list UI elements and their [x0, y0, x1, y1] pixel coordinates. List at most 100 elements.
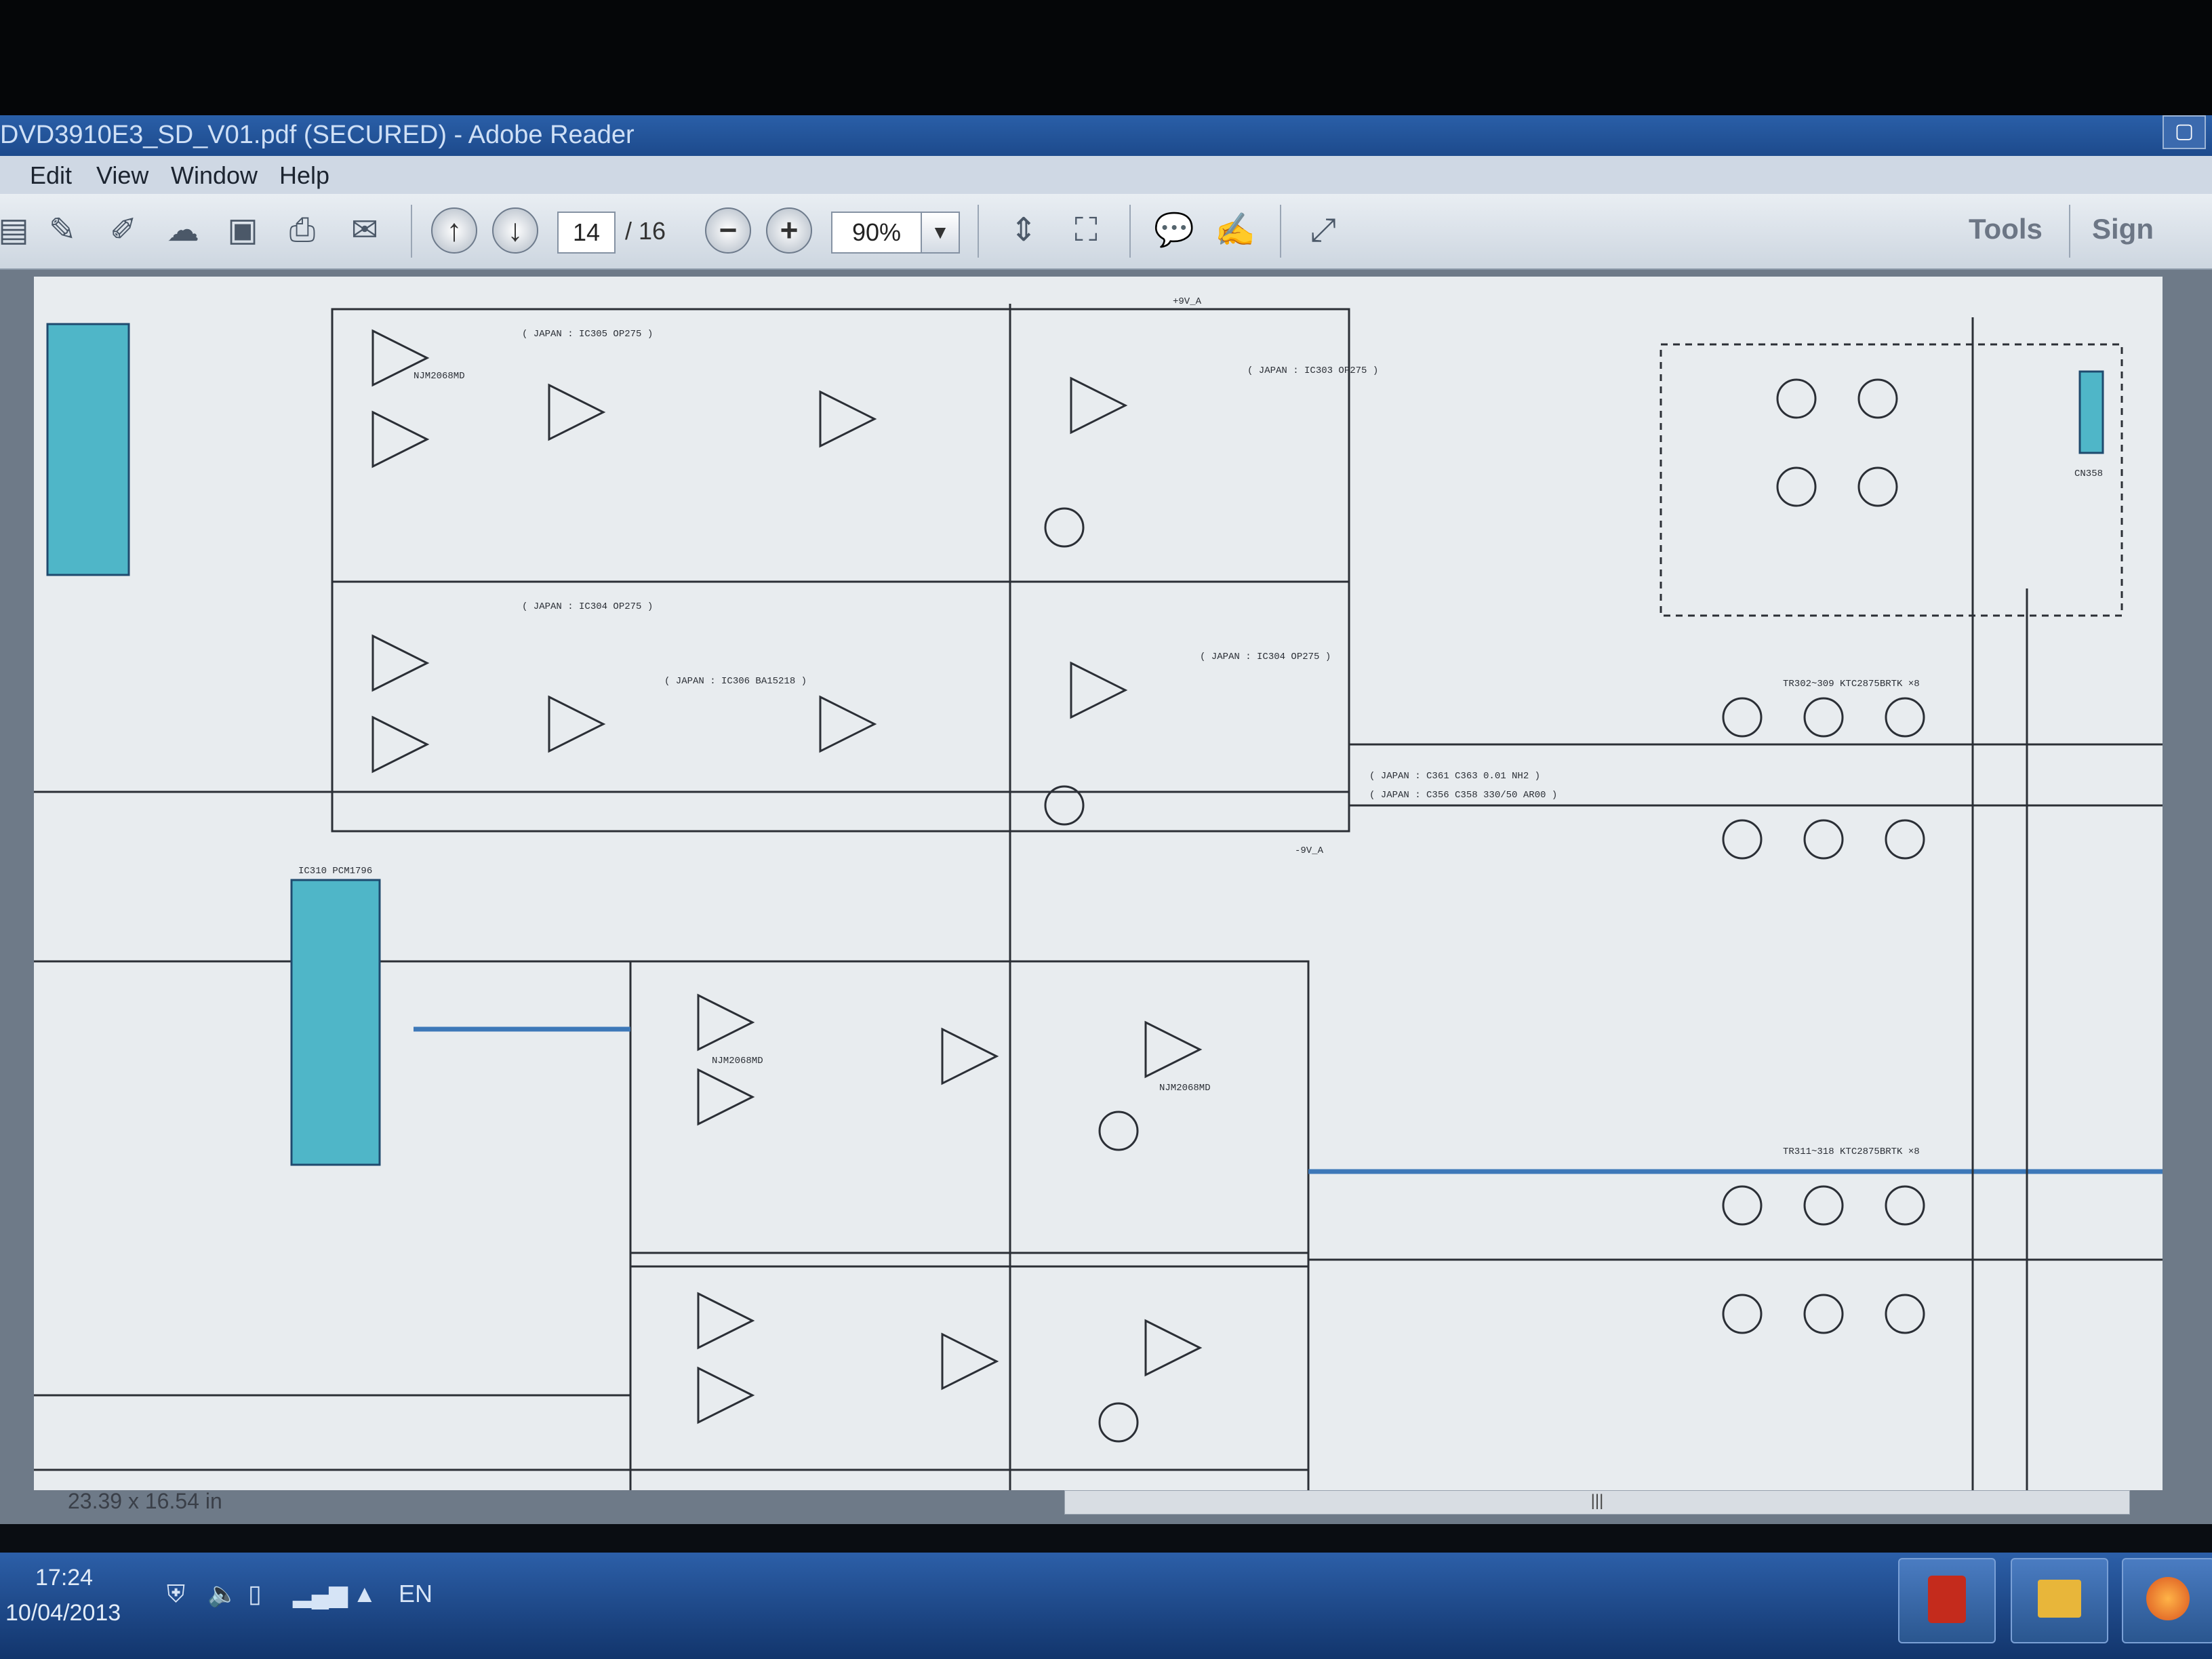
- taskbar-explorer-button[interactable]: [2011, 1558, 2108, 1643]
- opamp-symbol: [548, 695, 606, 753]
- transistor-symbol: [1098, 1402, 1139, 1443]
- volume-icon[interactable]: 🔈: [207, 1580, 238, 1607]
- opamp-label: NJM2068MD: [1159, 1083, 1211, 1094]
- opamp-symbol: [371, 410, 430, 468]
- transistor-symbol: [1044, 785, 1085, 826]
- opamp-symbol: [941, 1332, 999, 1391]
- dac-ic-label: IC310 PCM1796: [298, 866, 372, 877]
- horizontal-scrollbar[interactable]: |||: [1064, 1490, 2130, 1515]
- ic304-note: ( JAPAN : IC304 OP275 ): [522, 601, 653, 612]
- transistor-array-label: TR302~309 KTC2875BRTK ×8: [1783, 679, 1920, 689]
- toolbar-separator: [2069, 205, 2070, 258]
- edit-icon[interactable]: ✐: [109, 212, 138, 248]
- toolbar-separator: [1280, 205, 1281, 258]
- c361-note: ( JAPAN : C361 C363 0.01 NH2 ): [1369, 771, 1540, 782]
- opamp-symbol: [1070, 661, 1128, 719]
- transistor-symbol: [1857, 378, 1898, 419]
- transistor-symbol: [1098, 1111, 1139, 1151]
- ic306-note: ( JAPAN : IC306 BA15218 ): [664, 676, 807, 687]
- transistor-symbol: [1803, 1294, 1844, 1334]
- previous-page-button[interactable]: ↑: [431, 207, 477, 254]
- monitor-screen: DVD3910E3_SD_V01.pdf (SECURED) - Adobe R…: [0, 115, 2212, 1659]
- save-icon[interactable]: ▣: [227, 212, 258, 248]
- connector-label: CN358: [2074, 468, 2103, 479]
- transistor-symbol: [1885, 1185, 1925, 1226]
- power-icon[interactable]: ▯: [248, 1580, 262, 1607]
- transistor-symbol: [1803, 697, 1844, 738]
- sign-pane-button[interactable]: Sign: [2092, 213, 2154, 245]
- transistor-symbol: [1885, 819, 1925, 860]
- page-total: / 16: [625, 217, 666, 245]
- block-outline: [331, 580, 1350, 833]
- opamp-symbol: [371, 715, 430, 774]
- comment-icon[interactable]: 💬: [1154, 212, 1194, 248]
- windows-taskbar: 17:24 10/04/2013 ⛨ 🔈 ▯ ▂▄▆ ▲ EN: [0, 1553, 2212, 1659]
- ic305-note: ( JAPAN : IC305 OP275 ): [522, 329, 653, 340]
- toolbar: ▤ ✎ ✐ ☁ ▣ ⎙ ✉ ↑ ↓ 14 / 16 − + 90% ▼ ⇕ ⛶ …: [0, 194, 2212, 270]
- open-icon[interactable]: ▤: [0, 212, 29, 248]
- transistor-symbol: [1722, 819, 1763, 860]
- zoom-in-button[interactable]: +: [766, 207, 812, 254]
- zoom-level-input[interactable]: 90%: [831, 212, 922, 254]
- pdf-page: ( JAPAN : IC305 OP275 ) ( JAPAN : IC303 …: [34, 277, 2163, 1490]
- block-outline: [629, 960, 1310, 1268]
- rail-label-positive: +9V_A: [1173, 296, 1202, 307]
- opamp-symbol: [697, 1292, 755, 1350]
- tools-pane-button[interactable]: Tools: [1969, 213, 2043, 245]
- transistor-symbol: [1776, 466, 1817, 507]
- fullscreen-icon[interactable]: ⤢: [1310, 212, 1337, 248]
- transistor-symbol: [1776, 378, 1817, 419]
- show-hidden-icons-button[interactable]: ▲: [353, 1580, 377, 1607]
- opamp-symbol: [371, 634, 430, 692]
- output-connector-highlight: [2078, 370, 2104, 454]
- firefox-icon: [2146, 1577, 2190, 1620]
- opamp-symbol: [1070, 376, 1128, 435]
- adobe-reader-icon: [1928, 1576, 1966, 1623]
- taskbar-firefox-button[interactable]: [2122, 1558, 2212, 1643]
- menu-window[interactable]: Window: [171, 161, 258, 189]
- zoom-out-button[interactable]: −: [705, 207, 751, 254]
- fit-page-icon[interactable]: ⛶: [1074, 212, 1098, 248]
- dac-ic-highlight: [290, 879, 381, 1166]
- scrollbar-grip: |||: [1590, 1492, 1604, 1510]
- ic304-note-right: ( JAPAN : IC304 OP275 ): [1200, 652, 1331, 662]
- opamp-symbol: [697, 993, 755, 1052]
- opamp-symbol: [371, 329, 430, 387]
- rail-label-negative: -9V_A: [1295, 845, 1324, 856]
- email-icon[interactable]: ✉: [350, 212, 379, 248]
- language-indicator[interactable]: EN: [399, 1580, 433, 1607]
- maximize-button[interactable]: ▢: [2163, 115, 2206, 149]
- c356-note: ( JAPAN : C356 C358 330/50 AR00 ): [1369, 790, 1557, 801]
- opamp-symbol: [548, 383, 606, 441]
- clock-date[interactable]: 10/04/2013: [5, 1600, 121, 1626]
- transistor-symbol: [1803, 1185, 1844, 1226]
- document-area[interactable]: ( JAPAN : IC305 OP275 ) ( JAPAN : IC303 …: [0, 270, 2212, 1524]
- block-outline: [331, 308, 1350, 833]
- zoom-dropdown-button[interactable]: ▼: [921, 212, 960, 254]
- fit-width-icon[interactable]: ⇕: [1009, 212, 1038, 248]
- cloud-upload-icon[interactable]: ☁: [167, 212, 199, 248]
- toolbar-separator: [1129, 205, 1131, 258]
- opamp-symbol: [819, 695, 877, 753]
- clock-time[interactable]: 17:24: [35, 1565, 94, 1591]
- security-shield-icon[interactable]: ⛨: [167, 1580, 186, 1607]
- print-icon[interactable]: ⎙: [289, 212, 316, 248]
- transistor-symbol: [1885, 1294, 1925, 1334]
- menu-edit[interactable]: Edit: [30, 161, 73, 189]
- create-pdf-icon[interactable]: ✎: [48, 212, 77, 248]
- opamp-symbol: [1144, 1319, 1203, 1377]
- opamp-symbol: [819, 390, 877, 448]
- network-signal-icon[interactable]: ▂▄▆: [293, 1580, 348, 1607]
- taskbar-adobe-reader-button[interactable]: [1898, 1558, 1996, 1643]
- opamp-label: NJM2068MD: [414, 371, 465, 382]
- folder-icon: [2038, 1580, 2081, 1618]
- window-title: DVD3910E3_SD_V01.pdf (SECURED) - Adobe R…: [0, 121, 635, 149]
- menu-view[interactable]: View: [96, 161, 149, 189]
- next-page-button[interactable]: ↓: [492, 207, 538, 254]
- page-size-readout: 23.39 x 16.54 in: [68, 1489, 222, 1513]
- page-number-input[interactable]: 14: [557, 212, 616, 254]
- menu-help[interactable]: Help: [279, 161, 330, 189]
- opamp-label: NJM2068MD: [712, 1056, 763, 1066]
- transistor-symbol: [1885, 697, 1925, 738]
- highlight-icon[interactable]: ✍: [1215, 212, 1255, 248]
